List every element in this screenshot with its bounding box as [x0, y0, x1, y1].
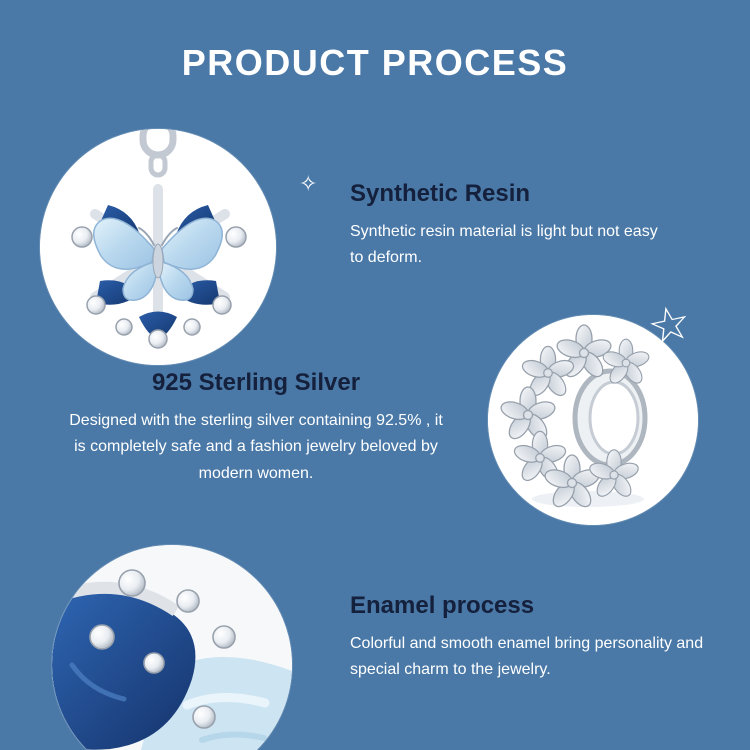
star-icon: ☆ — [642, 295, 696, 356]
butterfly-charm-illustration — [40, 129, 276, 365]
enamel-process-body: Colorful and smooth enamel bring persona… — [350, 634, 704, 679]
section-synthetic-resin: Synthetic Resin Synthetic resin material… — [350, 180, 672, 272]
flower-spacer-illustration — [488, 315, 698, 525]
sterling-silver-heading: 925 Sterling Silver — [151, 369, 361, 396]
page-title: PRODUCT PROCESS — [181, 42, 569, 83]
synthetic-resin-body: Synthetic resin material is light but no… — [350, 222, 658, 267]
enamel-process-heading: Enamel process — [350, 592, 535, 619]
enamel-detail-photo — [52, 545, 292, 750]
enamel-detail-illustration — [52, 545, 292, 750]
butterfly-charm-photo — [40, 129, 276, 365]
sparkle-icon: ✧ — [299, 171, 318, 196]
synthetic-resin-heading: Synthetic Resin — [350, 180, 531, 207]
flower-spacer-photo — [488, 315, 698, 525]
section-sterling-silver: 925 Sterling Silver Designed with the st… — [68, 369, 444, 487]
sterling-silver-body: Designed with the sterling silver contai… — [69, 411, 443, 482]
section-enamel-process: Enamel process Colorful and smooth ename… — [350, 592, 714, 684]
